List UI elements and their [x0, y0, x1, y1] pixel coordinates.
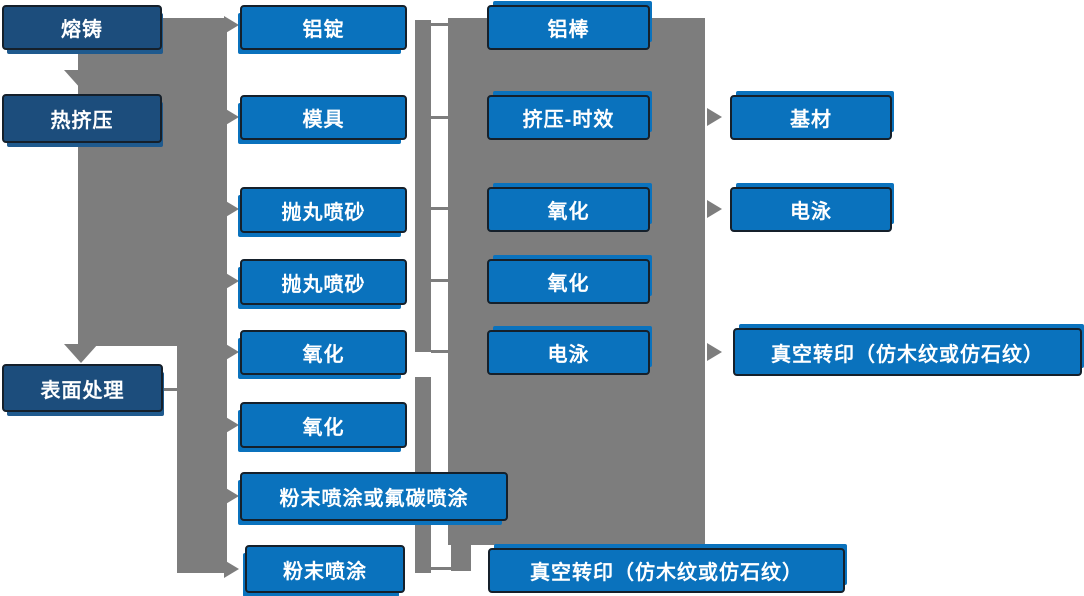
node-oxidation-1: 氧化 [240, 330, 407, 375]
stage-hot-extrusion: 热挤压 [2, 94, 162, 143]
node-shot-blasting-1: 抛丸喷砂 [240, 187, 407, 233]
arrow-to-aluminum-ingot-icon [224, 16, 239, 34]
node-electrophoresis-1: 电泳 [487, 330, 650, 375]
node-oxidation-3: 氧化 [487, 187, 650, 232]
arrow-to-powder-coating-icon [224, 560, 239, 578]
arrow-to-shot-blasting-2-icon [224, 272, 239, 290]
node-vacuum-transfer-print-1: 真空转印（仿木纹或仿石纹） [488, 548, 845, 593]
arrow-to-powder-or-fluorocarbon-icon [224, 487, 239, 505]
arrow-to-electrophoresis-icon [707, 200, 722, 218]
tick-row-extrusion-aging [431, 116, 449, 119]
tick-row-aluminum-rod [431, 23, 449, 26]
arrow-to-substrate-icon [707, 108, 722, 126]
connector-panel-foot [451, 545, 471, 571]
arrow-to-shot-blasting-1-icon [224, 200, 239, 218]
node-substrate: 基材 [730, 95, 892, 140]
arrow-down-to-surface-treatment-icon [64, 344, 98, 363]
stage-surface-treatment: 表面处理 [2, 364, 163, 412]
node-extrusion-aging: 挤压-时效 [487, 95, 650, 140]
node-aluminum-rod: 铝棒 [487, 5, 650, 50]
stage-melting-casting: 熔铸 [2, 5, 162, 50]
tick-surface-treatment [163, 388, 179, 391]
arrow-to-vacuum-transfer-icon [707, 343, 722, 361]
node-powder-or-fluorocarbon-coating: 粉末喷涂或氟碳喷涂 [240, 472, 508, 521]
node-vacuum-transfer-print-2: 真空转印（仿木纹或仿石纹） [733, 328, 1082, 376]
arrow-to-oxidation-1-icon [224, 343, 239, 361]
node-aluminum-ingot: 铝锭 [240, 5, 407, 50]
node-mold: 模具 [240, 95, 407, 140]
arrow-down-to-hot-extrusion-icon [64, 70, 98, 89]
connector-trunk-upper [415, 20, 431, 352]
node-shot-blasting-2: 抛丸喷砂 [240, 259, 407, 305]
node-powder-coating: 粉末喷涂 [245, 545, 405, 593]
tick-row-oxidation-a [431, 207, 449, 210]
arrow-to-mold-icon [224, 108, 239, 126]
connector-band-stages [78, 18, 227, 346]
tick-row-vacuum-transfer [431, 567, 453, 570]
tick-row-oxidation-b [431, 279, 449, 282]
node-oxidation-4: 氧化 [487, 259, 650, 304]
arrow-to-oxidation-2-icon [224, 416, 239, 434]
node-electrophoresis-2: 电泳 [730, 187, 892, 232]
connector-band-surface-treatment [177, 346, 227, 573]
tick-row-electrophoresis [431, 350, 449, 353]
node-oxidation-2: 氧化 [240, 402, 407, 448]
